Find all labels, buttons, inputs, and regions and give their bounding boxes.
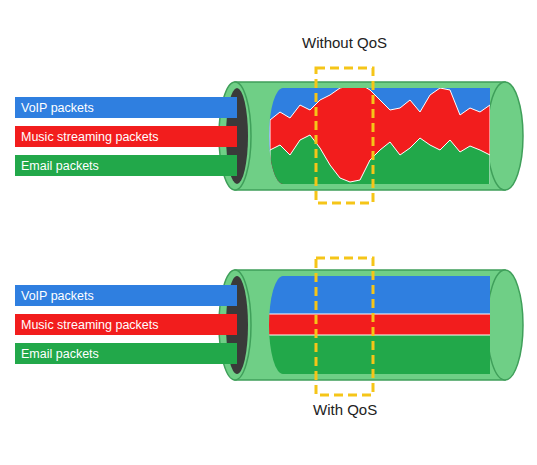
band-label: VoIP packets	[21, 101, 94, 115]
email-traffic	[270, 135, 490, 190]
traffic-band: Music streaming packets	[15, 314, 237, 335]
highlight-box	[316, 68, 373, 203]
highlight-box	[316, 258, 373, 395]
traffic-band: Email packets	[15, 343, 237, 364]
pipe-caption: With QoS	[313, 401, 377, 418]
band-label: Email packets	[21, 347, 99, 361]
band-label: Music streaming packets	[21, 130, 159, 144]
band-label: VoIP packets	[21, 289, 94, 303]
music-traffic	[270, 84, 490, 190]
band-label: Music streaming packets	[21, 318, 159, 332]
band-label: Email packets	[21, 159, 99, 173]
pipe-without-qos	[219, 82, 523, 190]
pipe-caption: Without QoS	[302, 34, 387, 51]
traffic-band: Email packets	[15, 155, 237, 176]
traffic-band: VoIP packets	[15, 285, 237, 306]
pipe-with-qos	[219, 270, 523, 380]
traffic-band: Music streaming packets	[15, 126, 237, 147]
traffic-band: VoIP packets	[15, 97, 237, 118]
